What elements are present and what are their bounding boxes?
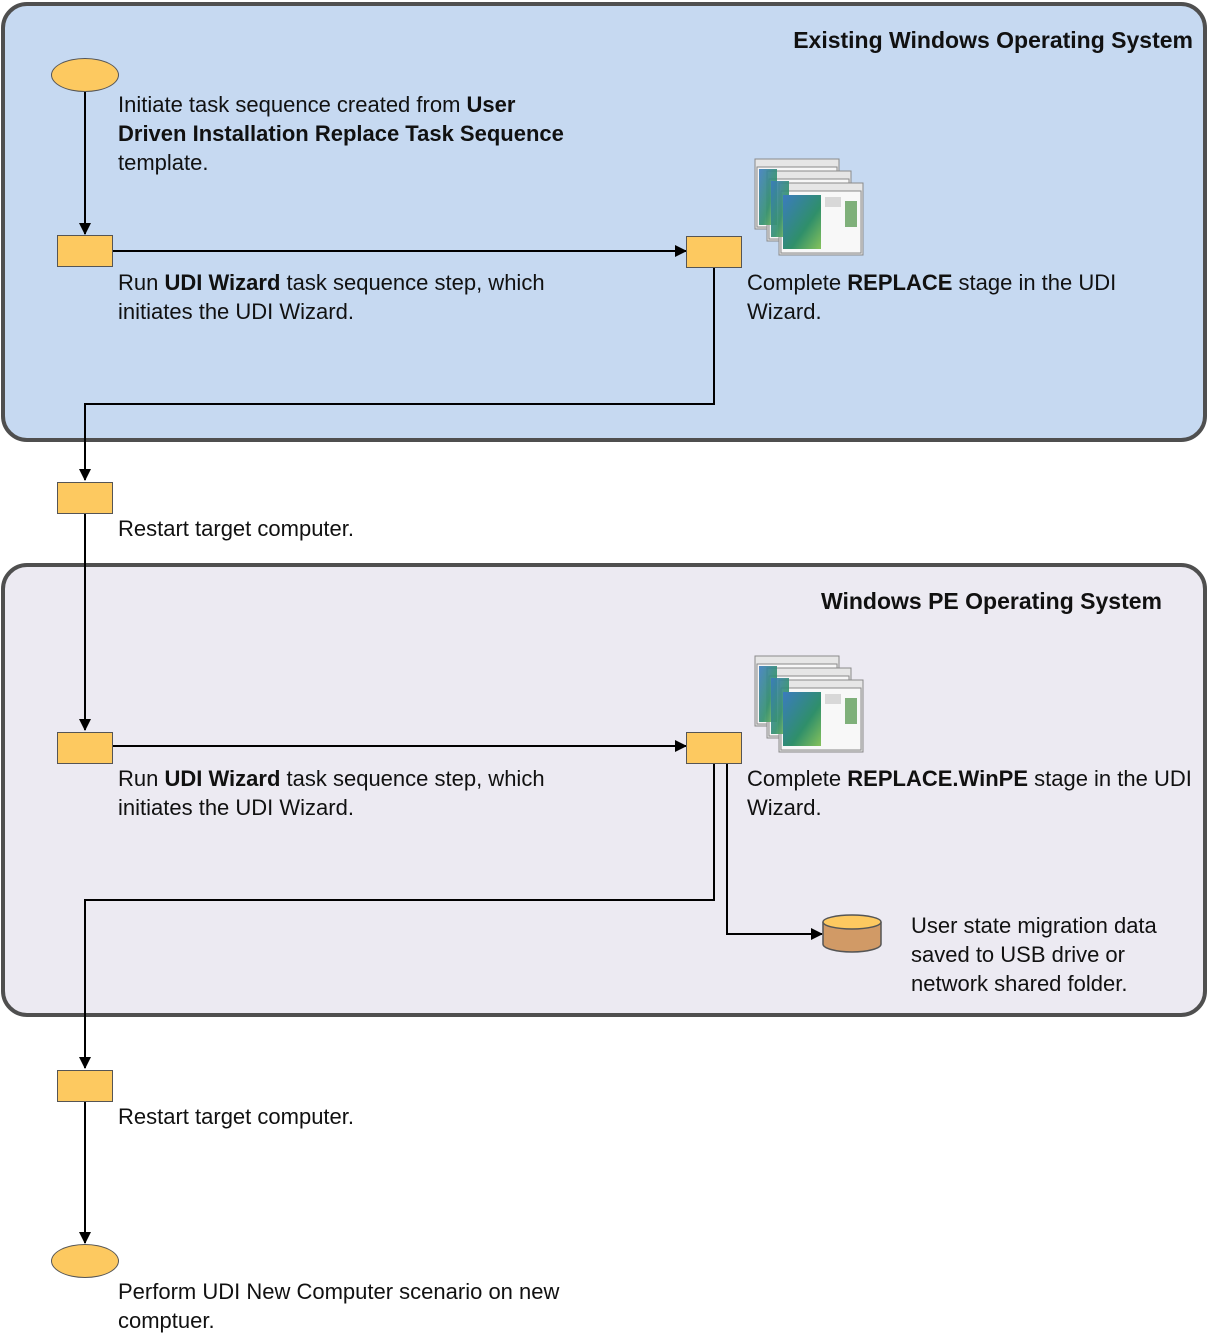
complete-replace-step [686, 236, 742, 268]
wizard-windows-icon [754, 655, 864, 753]
existing-windows-region: Existing Windows Operating System [1, 2, 1207, 442]
complete-replace-label: Complete REPLACE stage in the UDI Wizard… [747, 270, 1117, 324]
run-udi-wizard-step-1 [57, 235, 113, 267]
connector-winpe-to-storage [726, 764, 823, 940]
restart-label-2: Restart target computer. [118, 1104, 354, 1129]
complete-replace-winpe-label: Complete REPLACE.WinPE stage in the UDI … [747, 766, 1192, 820]
restart-label-1: Restart target computer. [118, 516, 354, 541]
wizard-windows-icon [754, 158, 864, 256]
windows-pe-region-title: Windows PE Operating System [820, 588, 1162, 614]
connector-winpe-to-restart2 [79, 764, 715, 1069]
end-terminal [51, 1244, 119, 1278]
usmt-data-label: User state migration data saved to USB d… [911, 913, 1157, 996]
connector-replace-to-restart1 [79, 268, 715, 481]
existing-windows-region-title: Existing Windows Operating System [793, 27, 1193, 53]
run-udi-wizard-label-1: Run UDI Wizard task sequence step, which… [118, 270, 545, 324]
end-label: Perform UDI New Computer scenario on new… [118, 1279, 560, 1333]
start-label: Initiate task sequence created from User… [118, 92, 564, 175]
windows-pe-region: Windows PE Operating System [1, 563, 1207, 1017]
run-udi-wizard-step-2 [57, 732, 113, 764]
restart-step-1 [57, 482, 113, 514]
restart-step-2 [57, 1070, 113, 1102]
run-udi-wizard-label-2: Run UDI Wizard task sequence step, which… [118, 766, 545, 820]
complete-replace-winpe-step [686, 732, 742, 764]
start-terminal [51, 58, 119, 92]
database-icon [822, 914, 882, 953]
